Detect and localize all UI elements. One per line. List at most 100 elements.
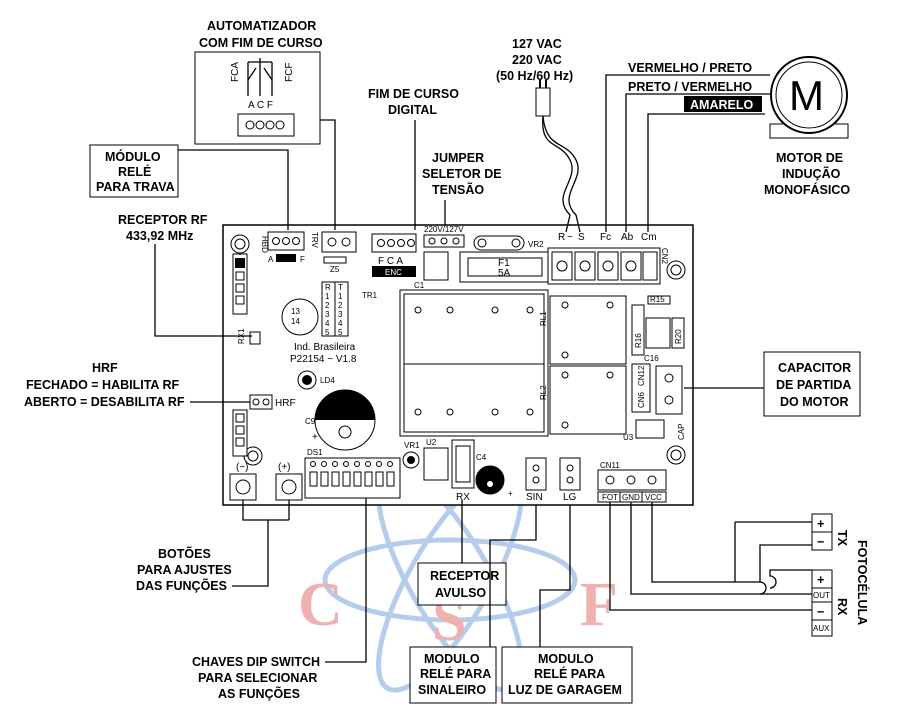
- t-col-3: 3: [338, 310, 343, 319]
- board-origin: Ind. Brasileira: [294, 342, 356, 353]
- jumper-title-2: SELETOR DE: [422, 167, 502, 181]
- hrf-open: ABERTO = DESABILITA RF: [24, 395, 185, 409]
- automatizador-title-2: COM FIM DE CURSO: [199, 36, 323, 50]
- control-board: HBD A F TRV Z5 F C A ENC 220V/127V VR2 C…: [222, 224, 694, 506]
- rx-minus: −: [817, 605, 824, 619]
- rt-table: R 1 2 3 4 5 T 1 2 3 4 5: [321, 281, 349, 337]
- voltage-127: 127 VAC: [512, 37, 562, 51]
- tx-plus: +: [817, 517, 824, 531]
- r-col-0: R: [325, 283, 331, 292]
- board-model: P22154 − V1.8: [290, 354, 357, 365]
- rx-out: OUT: [813, 591, 830, 600]
- receptor-rf-title-2: 433,92 MHz: [126, 229, 193, 243]
- receptor-avulso-1: RECEPTOR: [430, 569, 499, 583]
- capacitor-title-3: DO MOTOR: [780, 395, 849, 409]
- t-col-5: 5: [338, 328, 343, 337]
- hbd-a-label: A: [268, 255, 274, 264]
- acf-label: A C F: [248, 100, 273, 111]
- receptor-rf-title-1: RECEPTOR RF: [118, 213, 208, 227]
- u2-label: U2: [426, 438, 437, 447]
- sinaleiro-title-1: MODULO: [424, 652, 480, 666]
- svg-text:~: ~: [567, 232, 573, 243]
- vr1-label: VR1: [404, 441, 420, 450]
- svg-text:+: +: [312, 432, 318, 443]
- jumper-title-1: JUMPER: [432, 151, 484, 165]
- fca-conn-label: F C A: [378, 256, 403, 267]
- c1-label: C1: [414, 281, 425, 290]
- trava-title-3: PARA TRAVA: [96, 180, 175, 194]
- sin-label: SIN: [526, 492, 543, 503]
- terminal-ab-label: Ab: [621, 232, 634, 243]
- vr2-label: VR2: [528, 240, 544, 249]
- buttons-title-1: BOTÕES: [158, 546, 211, 561]
- photocell-title: FOTOCÉLULA: [855, 540, 870, 625]
- t-col-0: T: [338, 283, 343, 292]
- f1-label: F1: [498, 258, 510, 269]
- jumper-title-3: TENSÃO: [432, 182, 484, 197]
- lg-label: LG: [563, 492, 577, 503]
- terminal-fc-label: Fc: [600, 232, 611, 243]
- rl2-label: RL2: [539, 385, 548, 400]
- r-col-4: 4: [325, 319, 330, 328]
- terminal-s-label: S: [578, 232, 585, 243]
- voltage-jumper-label: 220V/127V: [424, 225, 464, 234]
- motor-symbol: M: [789, 72, 824, 119]
- capacitor-title-2: DE PARTIDA: [776, 378, 851, 392]
- watermark-c: C: [298, 571, 343, 639]
- c16-label: C16: [644, 354, 659, 363]
- cn6-label: CN6: [637, 391, 646, 408]
- terminal-r-label: R: [558, 232, 565, 243]
- button-plus-label: (+): [278, 462, 291, 473]
- tr1-label: TR1: [362, 291, 378, 300]
- z5-label: Z5: [330, 265, 340, 274]
- receptor-avulso-2: AVULSO: [435, 586, 486, 600]
- motor-title-2: INDUÇÃO: [782, 166, 841, 181]
- motor-title-3: MONOFÁSICO: [764, 182, 850, 197]
- rl1-label: RL1: [539, 311, 548, 326]
- hrf-closed: FECHADO = HABILITA RF: [26, 378, 179, 392]
- limit-switch-block: AUTOMATIZADOR COM FIM DE CURSO A C F FCA…: [194, 19, 336, 230]
- svg-text:13: 13: [291, 307, 300, 316]
- automatizador-title-1: AUTOMATIZADOR: [207, 19, 316, 33]
- sinaleiro-title-3: SINALEIRO: [418, 683, 486, 697]
- dip-title-2: PARA SELECIONAR: [198, 671, 317, 685]
- svg-text:+: +: [508, 489, 513, 498]
- trava-title-1: MÓDULO: [105, 149, 161, 164]
- t-col-4: 4: [338, 319, 343, 328]
- sinaleiro-title-2: RELÉ PARA: [420, 666, 491, 681]
- svg-text:14: 14: [291, 317, 300, 326]
- hrf-title: HRF: [92, 361, 118, 375]
- dip-title-1: CHAVES DIP SWITCH: [192, 655, 320, 669]
- voltage-220: 220 VAC: [512, 53, 562, 67]
- tx-label: TX: [835, 530, 849, 547]
- r-col-3: 3: [325, 310, 330, 319]
- wire-yellow: AMARELO: [690, 98, 753, 112]
- cn2-label: CN2: [660, 248, 669, 265]
- buttons-title-2: PARA AJUSTES: [137, 563, 232, 577]
- wire-red-black: VERMELHO / PRETO: [628, 61, 752, 75]
- motor-title-1: MOTOR DE: [776, 151, 843, 165]
- watermark-f: F: [580, 571, 618, 639]
- buttons-title-3: DAS FUNÇÕES: [136, 578, 227, 593]
- fot-label: FOT: [602, 493, 618, 502]
- tx-minus: −: [817, 535, 824, 549]
- garagem-title-3: LUZ DE GARAGEM: [508, 683, 622, 697]
- r16-label: R16: [634, 333, 643, 348]
- capacitor-title-1: CAPACITOR: [778, 361, 851, 375]
- photocell-rx: + OUT − AUX RX: [811, 569, 849, 637]
- r-col-5: 5: [325, 328, 330, 337]
- r15-label: R15: [650, 295, 665, 304]
- power-plug: 127 VAC 220 VAC (50 Hz/60 Hz): [496, 37, 581, 233]
- gnd-label: GND: [622, 493, 640, 502]
- fcf-label: FCF: [284, 63, 295, 82]
- vcc-label: VCC: [645, 493, 662, 502]
- dip-title-3: AS FUNÇÕES: [218, 686, 300, 701]
- hbd-label: HBD: [260, 236, 269, 253]
- c4-label: C4: [476, 453, 487, 462]
- button-minus-label: (−): [236, 462, 249, 473]
- digital-limit-title-1: FIM DE CURSO: [368, 87, 459, 101]
- garagem-title-1: MODULO: [538, 652, 594, 666]
- rx-aux: AUX: [813, 624, 830, 633]
